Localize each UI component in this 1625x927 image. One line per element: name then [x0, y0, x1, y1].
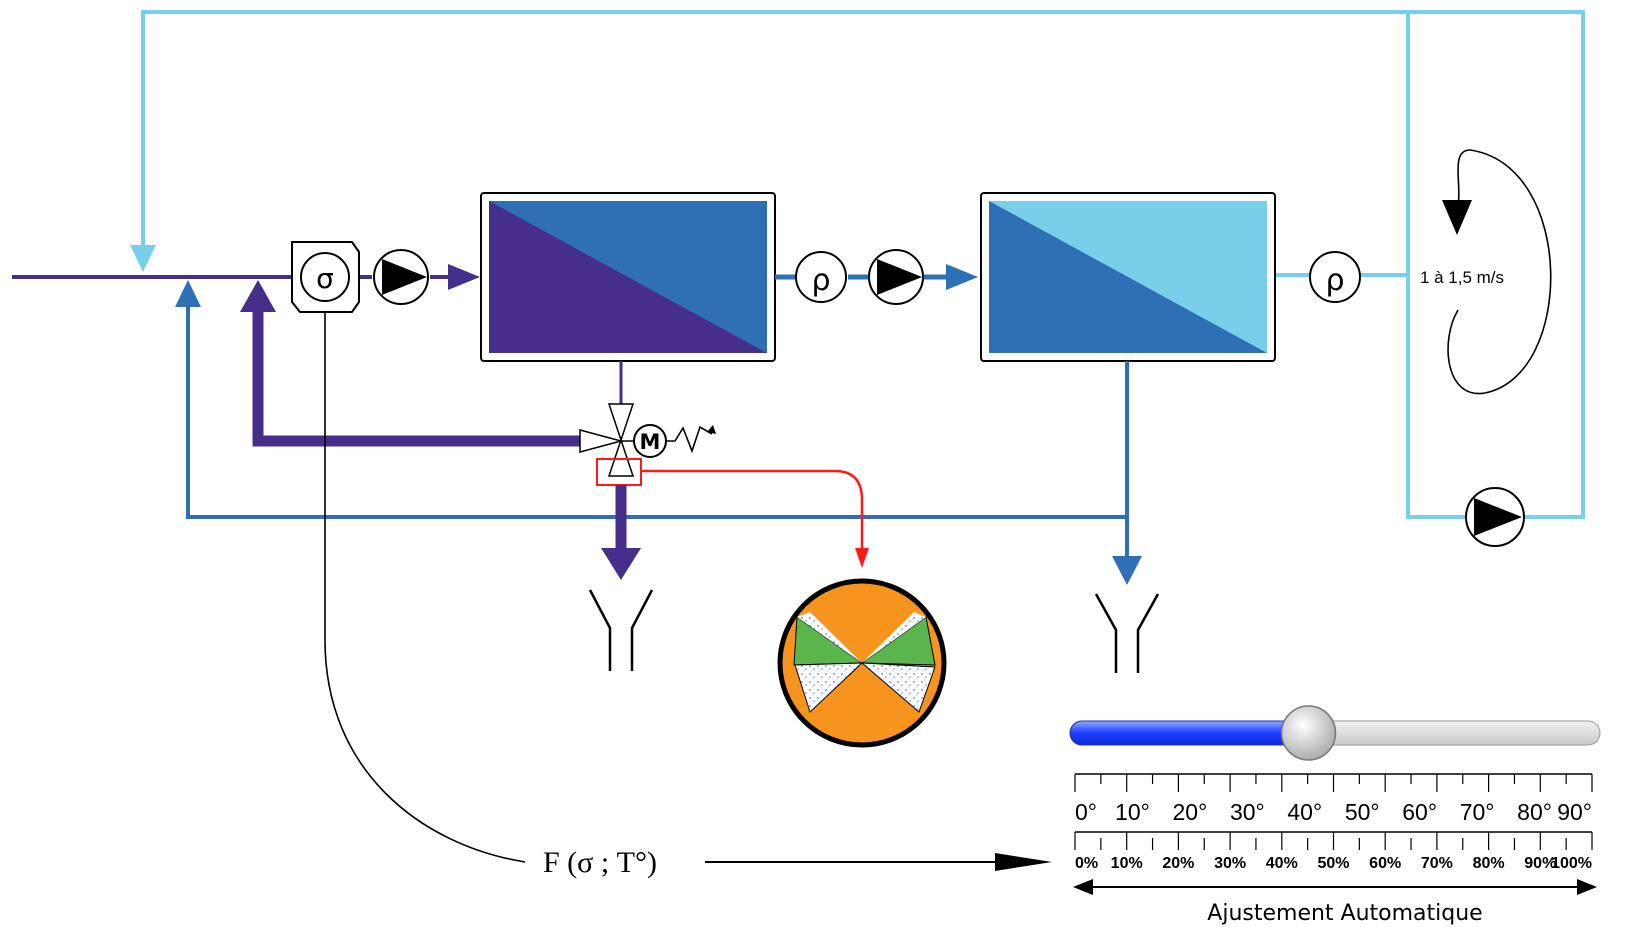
feed-pump-icon: [373, 249, 429, 305]
percent-label: 40%: [1266, 855, 1298, 872]
degree-label: 60°: [1402, 799, 1437, 825]
degree-label: 80°: [1517, 799, 1552, 825]
callout-arrow-icon: [855, 548, 869, 568]
return-arrow-icon: [175, 280, 201, 307]
motor-symbol: M: [640, 430, 661, 454]
density-sensor-2: ρ: [1309, 251, 1361, 303]
flow-arrow-icon: [448, 264, 480, 290]
sigma-symbol: σ: [316, 262, 334, 295]
percent-label: 30%: [1214, 855, 1246, 872]
permeate-drain: [1094, 361, 1160, 673]
interstage-pump-icon: [868, 249, 924, 305]
arrow-left-icon: [1073, 879, 1093, 895]
opening-scale: 0° 10° 20° 30° 40° 50° 60° 70° 80°90° 0% 10% 20% 30…: [1074, 773, 1593, 872]
rotation-arrow-icon: [1442, 200, 1472, 235]
recycle-arrow-icon: [240, 280, 276, 312]
degree-label: 90°: [1557, 799, 1592, 825]
degree-labels: 0° 10° 20° 30° 40° 50° 60° 70° 80°90°: [1075, 799, 1592, 825]
flow-arrow-icon: [946, 264, 978, 290]
signal-icon: [666, 425, 713, 454]
motor-actuator: M: [633, 424, 716, 458]
feed-line: [12, 264, 480, 290]
percent-label: 60%: [1369, 855, 1401, 872]
percent-label: 100%: [1551, 855, 1592, 872]
conductivity-sensor: σ: [291, 241, 360, 313]
rho-symbol: ρ: [1325, 263, 1344, 298]
speed-label: 1 à 1,5 m/s: [1420, 268, 1504, 287]
adjustment-range: Ajustement Automatique: [1073, 879, 1597, 926]
membrane-module-2: [980, 192, 1276, 362]
membrane-module-1: [480, 192, 776, 362]
slider-fill: [1069, 720, 1309, 746]
concentrate-drain: [588, 485, 654, 671]
degree-label: 30°: [1230, 799, 1265, 825]
slider-knob[interactable]: [1280, 705, 1337, 761]
degree-label: 20°: [1172, 799, 1207, 825]
percent-label: 0%: [1075, 855, 1098, 872]
degree-label: 70°: [1460, 799, 1495, 825]
percent-label: 50%: [1317, 855, 1349, 872]
degree-label: 0°: [1075, 799, 1097, 825]
valve-position-slider[interactable]: [1069, 705, 1601, 761]
blue-return-line: [175, 280, 1127, 519]
degree-label: 40°: [1287, 799, 1322, 825]
drain-symbol: [588, 589, 612, 671]
degree-label: 10°: [1115, 799, 1150, 825]
control-formula: F (σ ; T°): [543, 846, 657, 879]
percent-label: 10%: [1111, 855, 1143, 872]
valve-callout: [641, 469, 869, 568]
drain-symbol: [1094, 593, 1118, 673]
recirculation-pump-icon: [1465, 487, 1525, 547]
arrow-right-icon: [995, 853, 1052, 871]
percent-label: 80%: [1473, 855, 1505, 872]
density-sensor-1: ρ: [795, 251, 847, 303]
percent-label: 20%: [1162, 855, 1194, 872]
arrow-right-icon: [1577, 879, 1597, 895]
interstage-line: [775, 264, 978, 290]
circulation-indicator: 1 à 1,5 m/s: [1420, 149, 1552, 395]
adjustment-caption: Ajustement Automatique: [1207, 901, 1482, 926]
percent-labels: 0% 10% 20% 30% 40% 50% 60% 70% 80% 90%100%: [1075, 855, 1592, 872]
three-way-valve: [579, 361, 642, 486]
control-signal: [324, 312, 526, 863]
drain-arrow-icon: [601, 548, 641, 580]
drain-arrow-icon: [1112, 556, 1142, 585]
valve-opening-detail: [777, 578, 947, 748]
percent-label: 90%: [1524, 855, 1556, 872]
degree-label: 50°: [1345, 799, 1380, 825]
percent-label: 70%: [1421, 855, 1453, 872]
return-arrow-icon: [130, 245, 156, 272]
formula-arrow: [705, 853, 1052, 871]
purple-recycle: [240, 280, 585, 447]
rho-symbol: ρ: [811, 263, 830, 298]
